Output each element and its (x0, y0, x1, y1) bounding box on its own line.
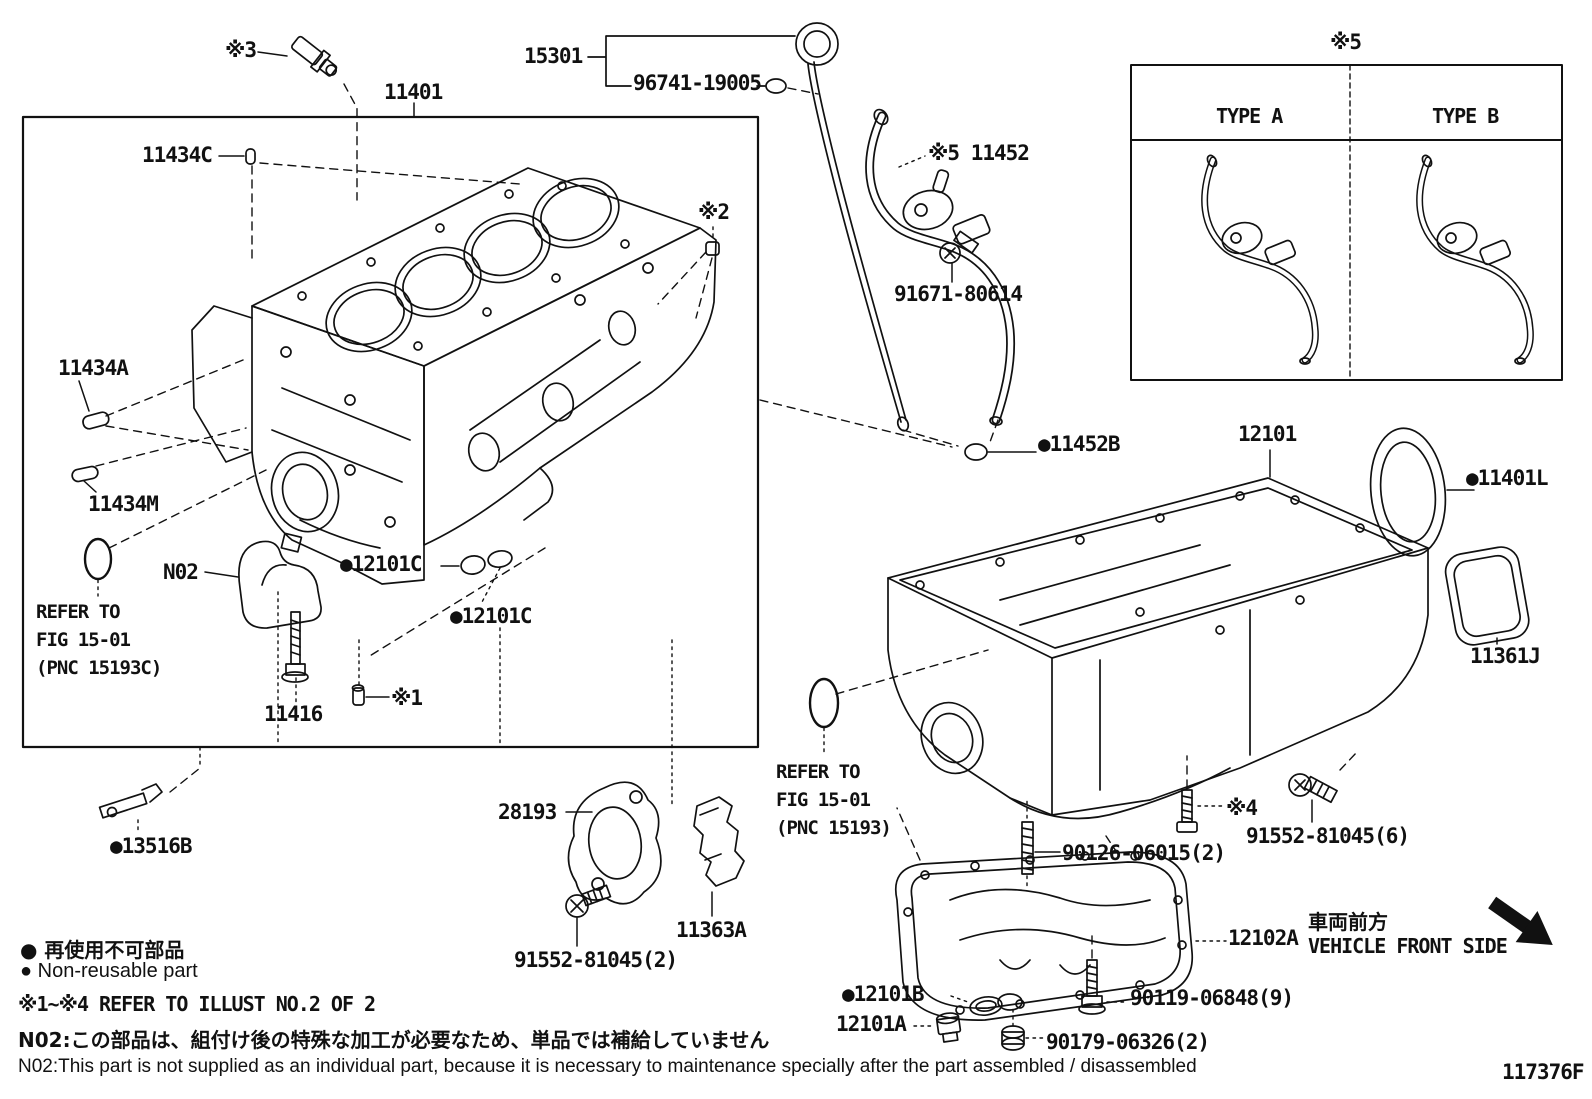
callout-12101: 12101 (1238, 422, 1297, 446)
callout-11434C: 11434C (142, 143, 213, 167)
refer2-line1: REFER TO (776, 761, 861, 783)
callout-90179: 90179-06326(2) (1046, 1030, 1210, 1054)
callout-91671: 91671-80614 (894, 282, 1023, 306)
pin-11434A (82, 411, 110, 430)
callout-12101C-1: ●12101C (340, 552, 423, 576)
note-n02-jp: N02:この部品は、組付け後の特殊な加工が必要なため、単品では補給していません (18, 1028, 770, 1052)
figure-code: 117376F (1502, 1060, 1585, 1084)
nut-90179 (1001, 1025, 1025, 1051)
dipstick-drawing (795, 22, 910, 432)
oring-15193C (83, 537, 113, 581)
callout-11452B: ●11452B (1038, 432, 1121, 456)
refer-block-15193: REFER TO FIG 15-01 (PNC 15193) (776, 758, 892, 842)
callout-x3: ※3 (225, 38, 257, 62)
refer1-line2: FIG 15-01 (36, 629, 131, 651)
refer2-line3: (PNC 15193) (776, 817, 892, 839)
bolt-x4 (1176, 789, 1198, 833)
callout-91552-2: 91552-81045(2) (514, 948, 678, 972)
legend-non-reusable-en: ● Non-reusable part (20, 960, 198, 982)
callout-96741: 96741-19005 (633, 71, 762, 95)
bolt-90119 (1078, 959, 1106, 1015)
gasket-28193 (567, 781, 662, 905)
callout-x4: ※4 (1226, 796, 1258, 820)
dowel-x2 (705, 241, 720, 256)
callout-11416: 11416 (264, 702, 323, 726)
leader-lines (78, 51, 1498, 947)
callout-12102A: 12102A (1228, 926, 1299, 950)
callout-x1: ※1 (391, 686, 423, 710)
oring-12101C-a (460, 555, 486, 575)
pin-11434M (71, 465, 99, 483)
callout-11401: 11401 (384, 80, 443, 104)
note-n02-en: N02:This part is not supplied as an indi… (18, 1056, 1197, 1077)
callout-90119: 90119-06848(9) (1130, 986, 1294, 1010)
callout-12101C-2: ●12101C (450, 604, 533, 628)
type-table (1130, 64, 1563, 381)
oring-11452B (964, 443, 988, 461)
refer1-line3: (PNC 15193C) (36, 657, 162, 679)
callout-12101A: 12101A (836, 1012, 907, 1036)
dashed-lines (95, 83, 1358, 959)
oil-level-tube-drawing (865, 108, 1016, 426)
stud-90126 (1021, 821, 1034, 875)
oil-nozzle-13516B (98, 783, 163, 819)
callout-bracket-15301 (587, 35, 796, 87)
callout-11401L: ●11401L (1466, 466, 1549, 490)
callout-11434M: 11434M (88, 492, 159, 516)
drain-plug-12101A (935, 1012, 962, 1043)
bearing-cap-N02 (238, 532, 322, 629)
callout-13516B: ●13516B (110, 834, 193, 858)
legend-non-reusable-jp: ● 再使用不可部品 (20, 938, 185, 962)
callout-28193: 28193 (498, 800, 557, 824)
oil-pan-upper-drawing (887, 477, 1429, 820)
bolt-91552-6 (1288, 773, 1338, 804)
oring-12101C-b (487, 550, 513, 568)
table-header-type-a: TYPE A (1216, 104, 1283, 128)
callout-11434A: 11434A (58, 356, 129, 380)
cam-sensor-part (291, 35, 338, 77)
callout-90126: 90126-06015(2) (1062, 841, 1226, 865)
callout-91552-6: 91552-81045(6) (1246, 824, 1410, 848)
bolt-91552-2 (565, 884, 612, 918)
bolt-11416 (281, 611, 309, 683)
callout-11363A: 11363A (676, 918, 747, 942)
front-direction-arrow-icon (1488, 896, 1553, 945)
dotted-lines (97, 155, 1227, 1039)
rear-seal-11401L-inner (1379, 441, 1437, 543)
refer-block-15193C: REFER TO FIG 15-01 (PNC 15193C) (36, 598, 162, 682)
cover-11361J (1444, 546, 1530, 646)
block-enclosure-box (21, 115, 760, 749)
pin-11434C (245, 148, 256, 165)
callout-11452: ※5 11452 (928, 141, 1030, 165)
oring-96741 (765, 78, 787, 94)
table-title-x5: ※5 (1330, 30, 1362, 54)
bolt-91671 (939, 230, 980, 264)
refer2-line2: FIG 15-01 (776, 789, 871, 811)
callout-12101B: ●12101B (842, 982, 925, 1006)
refer1-line1: REFER TO (36, 601, 121, 623)
callout-x2: ※2 (698, 200, 730, 224)
oil-pan-lower-drawing (895, 851, 1194, 1021)
rear-seal-11401L (1369, 427, 1447, 557)
note-refer-illust: ※1~※4 REFER TO ILLUST NO.2 OF 2 (18, 992, 376, 1016)
front-side-label-en: VEHICLE FRONT SIDE (1308, 934, 1508, 958)
callout-11361J: 11361J (1470, 644, 1541, 668)
cylinder-block-drawing (191, 167, 717, 585)
callout-N02: N02 (163, 560, 199, 584)
callout-15301: 15301 (524, 44, 583, 68)
plug-x1 (351, 684, 365, 706)
oring-15193 (808, 677, 840, 729)
front-side-label-jp: 車両前方 (1308, 910, 1388, 934)
table-header-type-b: TYPE B (1432, 104, 1499, 128)
bracket-11363A (693, 796, 745, 887)
gasket-12101B-inner (975, 1000, 997, 1012)
